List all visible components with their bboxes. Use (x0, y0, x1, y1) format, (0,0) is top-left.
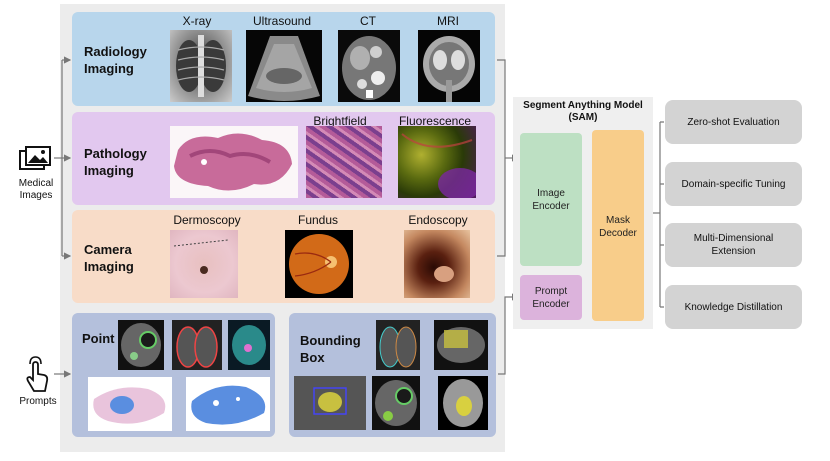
output-knowledge-distillation-label: Knowledge Distillation (684, 301, 783, 313)
dermoscopy-image (170, 230, 238, 298)
bbox-ct2-image (372, 376, 420, 430)
point-mri-image (228, 320, 270, 370)
bbox-xray-image (376, 320, 420, 370)
output-zero-shot-label: Zero-shot Evaluation (687, 116, 780, 128)
fundus-image (285, 230, 353, 298)
fluorescence-image (398, 126, 476, 198)
bbox-ct-image (434, 320, 488, 370)
bbox-brain-image (438, 376, 488, 430)
point-title: Point (82, 331, 115, 346)
modality-fundus: Fundus (297, 213, 339, 227)
modality-fluorescence: Fluorescence (398, 114, 472, 128)
ultrasound-image (246, 30, 322, 102)
mask-decoder-label: Mask Decoder (599, 215, 637, 239)
prompt-encoder-block (520, 275, 582, 320)
mri-image (418, 30, 480, 102)
modality-ultrasound: Ultrasound (252, 14, 312, 28)
image-encoder-block (520, 133, 582, 266)
ct-image (338, 30, 400, 102)
image-encoder-label: Image Encoder (532, 188, 570, 212)
xray-image (170, 30, 232, 102)
sam-title: Segment Anything Model (SAM) (523, 100, 643, 123)
modality-ct: CT (360, 14, 376, 28)
pathology-title: Pathology Imaging (84, 146, 147, 178)
modality-endoscopy: Endoscopy (408, 213, 468, 227)
prompt-encoder-label: Prompt Encoder (532, 286, 570, 310)
point-pathology-image-1 (88, 377, 172, 431)
output-domain-tuning: Domain-specific Tuning (665, 162, 802, 206)
output-knowledge-distillation: Knowledge Distillation (665, 285, 802, 329)
pointer-hand-icon (22, 355, 52, 393)
modality-mri: MRI (437, 14, 459, 28)
mask-decoder-block (592, 130, 644, 321)
point-xray-image (172, 320, 222, 370)
images-icon (18, 145, 54, 175)
output-domain-tuning-label: Domain-specific Tuning (681, 178, 786, 190)
output-multi-dimensional: Multi-Dimensional Extension (665, 223, 802, 267)
modality-xray: X-ray (182, 14, 212, 28)
point-ct-image (118, 320, 164, 370)
bbox-ultrasound-image (294, 376, 366, 430)
prompts-label: Prompts (19, 396, 57, 407)
bbox-title: Bounding Box (300, 333, 361, 365)
modality-dermoscopy: Dermoscopy (173, 213, 241, 227)
radiology-title: Radiology Imaging (84, 44, 147, 76)
output-multi-dimensional-label: Multi-Dimensional Extension (693, 233, 774, 257)
brightfield-image (306, 126, 382, 198)
pathology-slide-image (170, 126, 298, 198)
camera-title: Camera Imaging (84, 242, 134, 274)
modality-brightfield: Brightfield (313, 114, 367, 128)
endoscopy-image (404, 230, 470, 298)
point-pathology-image-2 (186, 377, 270, 431)
output-zero-shot: Zero-shot Evaluation (665, 100, 802, 144)
medical-images-label: Medical Images (18, 178, 54, 201)
